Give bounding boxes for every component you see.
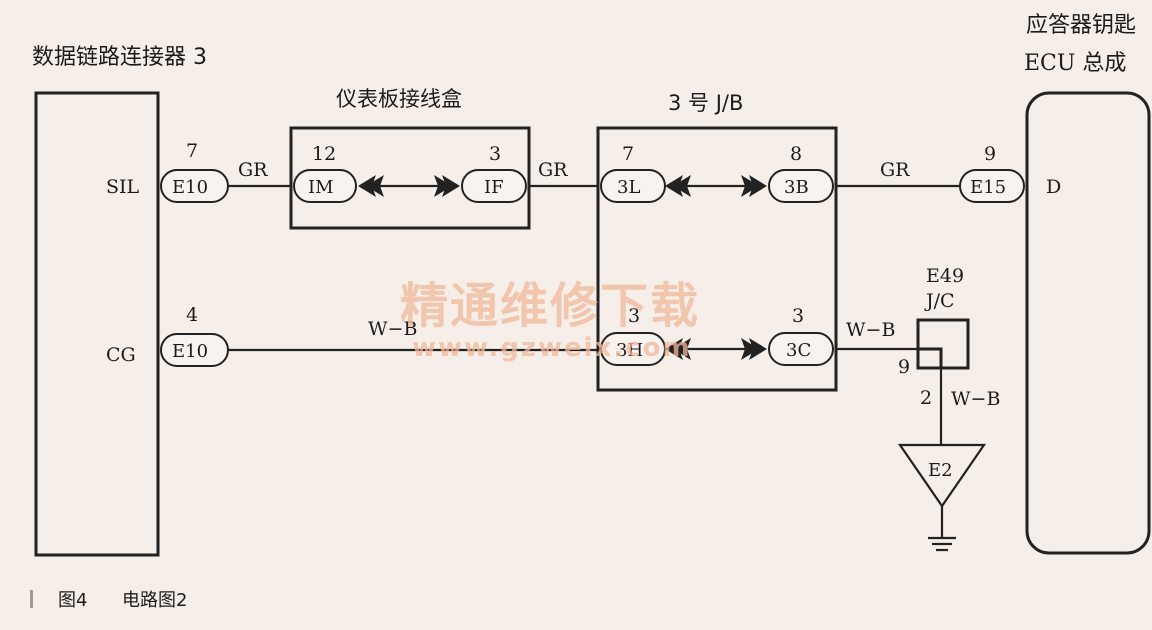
watermark: 精通维修下载 www.gzweix.com (400, 278, 700, 363)
jc-internal-link (918, 347, 943, 368)
c3l-pin: 7 (622, 143, 634, 165)
jb3-box (596, 126, 838, 392)
junction-connector-e49: E49 J/C 9 2 (898, 265, 970, 409)
im-pin: 12 (312, 143, 336, 165)
c3b-id: 3B (784, 177, 809, 198)
wire-wb-3-label: W−B (951, 388, 1000, 410)
caption-figure: 图4 (58, 590, 87, 611)
jc-pin-out: 2 (920, 387, 932, 409)
ground-label: E2 (928, 460, 953, 481)
top-circuit: GR GR GR (228, 159, 960, 188)
e10-bottom-id: E10 (172, 341, 208, 362)
c3b-shape (768, 169, 834, 203)
dlc3-title: 数据链路连接器 3 (32, 45, 207, 70)
ip-jb-title: 仪表板接线盒 (336, 87, 462, 111)
e15-pin: 9 (984, 143, 996, 165)
watermark-url: www.gzweix.com (412, 333, 692, 363)
c3c-id: 3C (786, 340, 811, 361)
connector-e10-bottom: 4 E10 (160, 304, 229, 367)
double-arrow-icon (358, 175, 460, 197)
e10-top-pin: 7 (186, 140, 198, 162)
c3h-pin: 3 (628, 305, 640, 327)
wire-gr-2-label: GR (538, 159, 568, 181)
wire-gr-1-label: GR (238, 159, 268, 181)
jc-pin-in: 9 (898, 356, 910, 378)
wire-wb-2-label: W−B (846, 319, 895, 341)
double-arrow-icon (665, 175, 767, 197)
double-arrow-icon (665, 338, 767, 360)
if-id: IF (484, 177, 504, 198)
im-shape (293, 169, 357, 203)
e15-shape (959, 169, 1025, 203)
connector-e15: 9 E15 (959, 143, 1025, 203)
if-pin: 3 (489, 143, 501, 165)
watermark-title: 精通维修下载 (400, 278, 700, 334)
ground-triangle (897, 443, 987, 508)
jb3-title: 3 号 J/B (668, 91, 743, 115)
connector-3h: 3 3H (600, 305, 666, 366)
e10-top-id: E10 (172, 177, 208, 198)
figure-caption: 图4 电路图2 (30, 590, 187, 611)
bottom-circuit: W−B W−B W−B (228, 318, 1000, 445)
im-id: IM (308, 177, 334, 198)
wire-wb-1-label: W−B (368, 318, 417, 340)
c3c-shape (768, 332, 834, 366)
ip-jb-box (289, 126, 531, 230)
jb3-box-group: 3 号 J/B (596, 91, 838, 392)
c3c-pin: 3 (792, 305, 804, 327)
wire-gr-3-label: GR (880, 159, 910, 181)
dlc3-box (34, 91, 160, 557)
ecu-box (1025, 91, 1151, 555)
ecu-pin-d: D (1046, 176, 1061, 198)
c3l-id: 3L (617, 177, 640, 198)
e10-bottom-pin: 4 (186, 304, 198, 326)
ground-e2: E2 (897, 443, 987, 552)
connector-3b: 8 3B (768, 143, 834, 203)
jc-box (916, 318, 970, 370)
caption-title: 电路图2 (122, 590, 187, 611)
connector-im: 12 IM (293, 143, 357, 203)
ip-junction-box: 仪表板接线盒 (289, 87, 531, 230)
e10-bottom-shape (160, 333, 229, 367)
ground-icon (928, 536, 956, 552)
ecu-title-line1: 应答器钥匙 (1026, 13, 1136, 38)
dlc3-pin-cg: CG (106, 344, 136, 366)
jc-title-line1: E49 (926, 265, 964, 287)
connector-e10-top: 7 E10 (160, 140, 229, 203)
c3b-pin: 8 (790, 143, 802, 165)
c3h-id: 3H (616, 340, 643, 361)
e15-id: E15 (970, 177, 1006, 198)
connector-3c: 3 3C (768, 305, 834, 366)
connector-3l: 7 3L (600, 143, 666, 203)
e10-top-shape (160, 169, 229, 203)
dlc3-component: 数据链路连接器 3 SIL CG (32, 45, 207, 557)
dlc3-pin-sil: SIL (106, 176, 140, 198)
connector-if: 3 IF (461, 143, 527, 203)
ecu-component: 应答器钥匙 ECU 总成 D (1024, 13, 1151, 555)
caption-bar (30, 590, 33, 608)
if-shape (461, 169, 527, 203)
jc-title-line2: J/C (924, 290, 955, 312)
ecu-title-line2: ECU 总成 (1024, 51, 1126, 76)
